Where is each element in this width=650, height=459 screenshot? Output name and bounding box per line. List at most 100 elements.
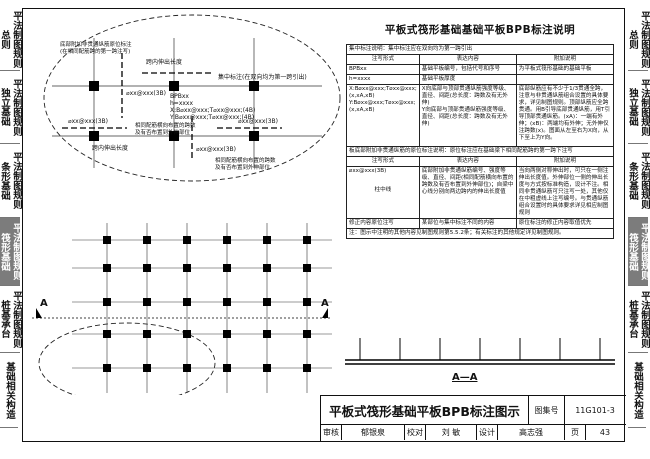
section-arrow-left: [36, 308, 42, 318]
right-tab-label: 平法制图规则: [639, 223, 650, 280]
review-label: 审核: [321, 425, 342, 440]
table-cell: [515, 74, 615, 85]
design-label: 设计: [477, 425, 498, 440]
table-header-span-2: 板底部附加非贯通纵筋的原位标注说明：原位标注应在基础梁下相同配筋跨的第一跨下注写: [346, 146, 614, 157]
column-mark: [223, 298, 231, 306]
column-mark: [183, 264, 191, 272]
check-label: 校对: [405, 425, 426, 440]
table-cell: X向底部与顶部贯通纵筋强度等级、直径、间距(总长度：跨数及有无外伸) Y向底部与…: [418, 84, 517, 147]
left-tab-label: 平法制图规则: [11, 78, 22, 136]
right-tab-1[interactable]: 平法制图规则独立基础: [627, 71, 650, 144]
drawing-frame: [22, 8, 625, 442]
column-mark: [223, 264, 231, 272]
table-cell: h=xxxx: [346, 74, 420, 85]
table-cell: 为平板式筏形基础的基础平板: [515, 64, 615, 75]
left-tab-2[interactable]: 平法制图规则条形基础: [0, 144, 22, 218]
column-mark: [143, 236, 151, 244]
rebar-marks: [62, 53, 282, 158]
rebar-label-b: ⌀xx@xxx(3B): [126, 90, 166, 97]
column-mark: [143, 364, 151, 372]
left-tab-sublabel: 总则: [0, 29, 10, 49]
left-tab-label: 平法制图规则: [11, 152, 22, 209]
right-tab-label: 平法制图规则: [639, 10, 650, 68]
right-tab-label: 平法制图规则: [639, 78, 650, 136]
left-tab-label: 基础相关构造: [4, 361, 15, 419]
column-mark: [183, 236, 191, 244]
right-tab-label: 平法制图规则: [639, 152, 650, 209]
drawing-title: 平板式筏形基础平板BPB标注图示: [321, 396, 529, 424]
rebar-label-d: ⌀xx@xxx(3B): [196, 146, 236, 153]
col-header: 注写形式: [346, 54, 420, 65]
right-tab-label: 基础相关构造: [632, 361, 643, 419]
bpb-label: BPBxx: [170, 93, 189, 100]
title-block: 平板式筏形基础平板BPB标注图示 图集号 11G101-3 审核 郁银泉 校对 …: [320, 395, 626, 441]
column-mark: [263, 264, 271, 272]
section-drawing: [345, 338, 615, 365]
table-cell: 底部纵筋应有不少于1/3贯通全跨，注意与非贯通纵筋组合设置的具体要求，详见制图规…: [515, 84, 615, 147]
left-tab-5[interactable]: 基础相关构造: [0, 353, 18, 428]
detail-ellipse-bottom: [38, 322, 216, 395]
atlas-number: 11G101-3: [575, 405, 615, 415]
table-cell: X:B⌀xx@xxx;T⌀xx@xxx;(x,xA,xB) Y:B⌀xx@xxx…: [346, 84, 420, 147]
column-mark: [263, 236, 271, 244]
column-mark: [103, 330, 111, 338]
table-caption: 平板式筏形基础基础平板BPB标注说明: [384, 24, 576, 36]
legend-table: 集中标注说明：集中标注应在双向均为第一跨引出 注写形式 表达内容 附加说明 BP…: [346, 44, 615, 239]
rebar-label-c: ⌀xx@xxx(3B): [238, 118, 278, 125]
right-tab-sublabel: 总则: [627, 29, 638, 49]
col-header: 表达内容: [418, 54, 517, 65]
column-mark: [103, 264, 111, 272]
left-tab-sublabel: 筏形基础: [0, 232, 10, 271]
left-tab-label: 平法制图规则: [11, 223, 22, 280]
column-mark: [183, 330, 191, 338]
column-mark: [263, 330, 271, 338]
callout-top-right: 集中标注(在双向均为第一跨引出): [218, 74, 307, 81]
section-arrow-right: [322, 308, 328, 318]
plan-drawing: [32, 14, 341, 395]
callout-top-left: 底部附加非贯通纵筋原位标注 (在相同配筋跨的第一跨注写): [60, 42, 132, 55]
callout-top-mid: 跨内伸出长度: [146, 59, 183, 66]
column-mark: [143, 330, 151, 338]
left-tab-4[interactable]: 平法制图规则桩基承台: [0, 286, 22, 353]
section-title: A—A: [452, 372, 478, 383]
table-footnote: 注：图示中注明的其他内容见制图规则第5.5.2条；有关标注的其他规定详见制图规则…: [346, 228, 614, 239]
designer: 高志强: [498, 425, 565, 440]
column-mark: [223, 364, 231, 372]
page-number: 43: [599, 428, 611, 437]
plan-columns: [103, 236, 311, 372]
right-tab-5[interactable]: 基础相关构造: [628, 353, 646, 428]
checker: 刘 敏: [426, 425, 477, 440]
left-tab-sublabel: 独立基础: [0, 88, 10, 126]
left-tab-3[interactable]: 平法制图规则筏形基础: [0, 218, 22, 286]
x-line: X:B⌀xx@xxx;T⌀xx@xxx;(4B): [170, 107, 256, 114]
right-tab-3[interactable]: 平法制图规则筏形基础: [627, 218, 650, 286]
left-tab-0[interactable]: 平法制图规则总则: [0, 8, 22, 71]
right-tab-sublabel: 条形基础: [627, 161, 638, 200]
column-mark: [103, 298, 111, 306]
left-tab-sublabel: 桩基承台: [0, 300, 10, 338]
section-mark-left: A: [40, 298, 48, 309]
table-cell: 某部位与集中标注不同的内容: [418, 218, 517, 229]
callout-span-out: 跨内伸出长度: [92, 145, 129, 152]
right-tab-0[interactable]: 平法制图规则总则: [627, 8, 650, 71]
left-tab-1[interactable]: 平法制图规则独立基础: [0, 71, 22, 144]
left-tab-label: 平法制图规则: [11, 290, 22, 348]
column-mark: [223, 330, 231, 338]
right-tab-sublabel: 桩基承台: [627, 300, 638, 338]
column-mark: [143, 298, 151, 306]
table-cell: BPBxx: [346, 64, 420, 75]
column-mark: [263, 298, 271, 306]
col-header: 注写形式: [346, 156, 420, 167]
column-mark: [303, 298, 311, 306]
reviewer: 郁银泉: [342, 425, 405, 440]
rebar-label-a: ⌀xx@xxx(3B): [68, 118, 108, 125]
right-tab-2[interactable]: 平法制图规则条形基础: [627, 144, 650, 218]
atlas-label: 图集号: [529, 396, 565, 424]
column-mark: [303, 364, 311, 372]
table-header-span: 集中标注说明：集中标注应在双向均为第一跨引出: [346, 44, 614, 55]
column-mark: [103, 236, 111, 244]
column-mark: [183, 298, 191, 306]
right-tab-4[interactable]: 平法制图规则桩基承台: [627, 286, 650, 353]
column-mark: [303, 264, 311, 272]
y-line: Y:B⌀xx@xxx;T⌀xx@xxx;(4B): [170, 114, 255, 121]
